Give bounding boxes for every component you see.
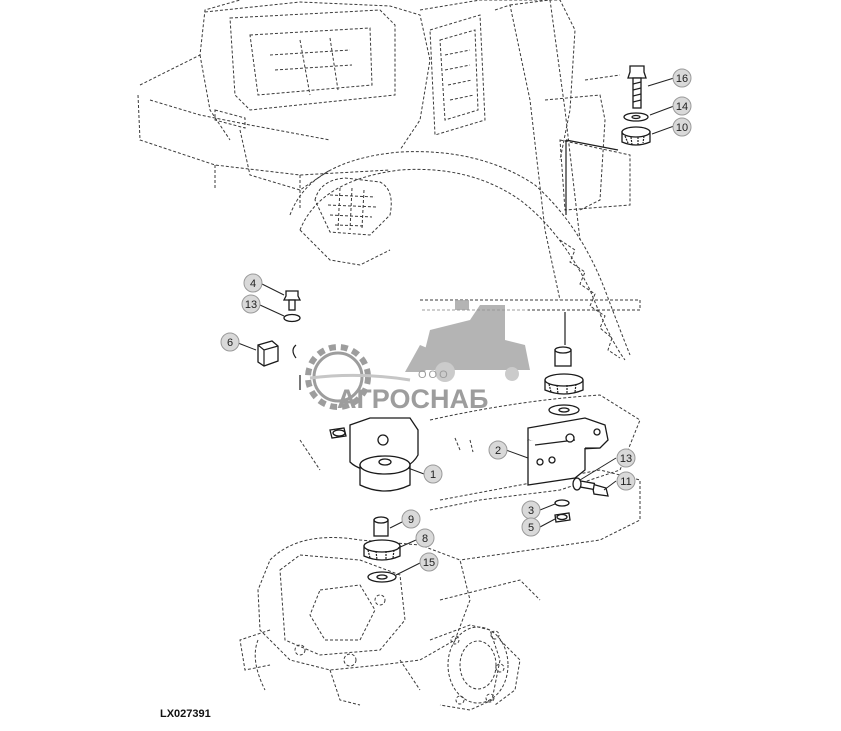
callout-13-right: 13 bbox=[616, 448, 636, 468]
bolt-shank bbox=[632, 77, 642, 109]
central-mount-bracket bbox=[349, 417, 419, 492]
callout-15: 15 bbox=[419, 552, 439, 572]
callout-14: 14 bbox=[672, 96, 692, 116]
right-mount-stack bbox=[544, 312, 584, 416]
tractor-cab-outline bbox=[137, 0, 641, 561]
callout-11: 11 bbox=[616, 471, 636, 491]
svg-text:13: 13 bbox=[620, 453, 632, 465]
svg-text:10: 10 bbox=[676, 122, 688, 134]
svg-text:9: 9 bbox=[408, 514, 414, 526]
callout-1: 1 bbox=[423, 464, 443, 484]
axle-housing-outline bbox=[239, 537, 541, 711]
rear-mount-assembly bbox=[565, 65, 651, 215]
lower-mount-stack bbox=[363, 516, 401, 583]
support-bracket bbox=[527, 417, 609, 523]
callout-16: 16 bbox=[672, 68, 692, 88]
lock-washer bbox=[283, 313, 301, 323]
callout-13-left: 13 bbox=[241, 294, 261, 314]
agrosnab-watermark: ООО АГРОСНАБ bbox=[305, 300, 530, 414]
watermark-prefix: ООО bbox=[418, 369, 450, 381]
svg-text:3: 3 bbox=[528, 505, 534, 517]
svg-text:6: 6 bbox=[227, 337, 233, 349]
combine-harvester-icon bbox=[405, 300, 530, 382]
svg-text:2: 2 bbox=[495, 445, 501, 457]
svg-text:5: 5 bbox=[528, 522, 534, 534]
cap-screw bbox=[282, 290, 302, 301]
left-hardware bbox=[257, 290, 347, 439]
bolt-hex-head bbox=[627, 65, 647, 79]
svg-text:14: 14 bbox=[676, 101, 688, 113]
leader-lines bbox=[237, 77, 675, 576]
figure-reference-code: LX027391 bbox=[160, 708, 211, 720]
callout-8: 8 bbox=[415, 528, 435, 548]
callout-6: 6 bbox=[220, 332, 240, 352]
svg-text:4: 4 bbox=[250, 278, 256, 290]
watermark-brand: АГРОСНАБ bbox=[337, 384, 488, 414]
callout-4: 4 bbox=[243, 273, 263, 293]
spacer-block bbox=[257, 340, 279, 367]
callout-10: 10 bbox=[672, 117, 692, 137]
callout-9: 9 bbox=[401, 509, 421, 529]
callout-5: 5 bbox=[521, 517, 541, 537]
svg-text:1: 1 bbox=[430, 469, 436, 481]
svg-text:8: 8 bbox=[422, 533, 428, 545]
svg-text:13: 13 bbox=[245, 299, 257, 311]
callout-2: 2 bbox=[488, 440, 508, 460]
callout-3: 3 bbox=[521, 500, 541, 520]
svg-text:15: 15 bbox=[423, 557, 435, 569]
svg-text:16: 16 bbox=[676, 73, 688, 85]
svg-text:11: 11 bbox=[620, 476, 631, 488]
